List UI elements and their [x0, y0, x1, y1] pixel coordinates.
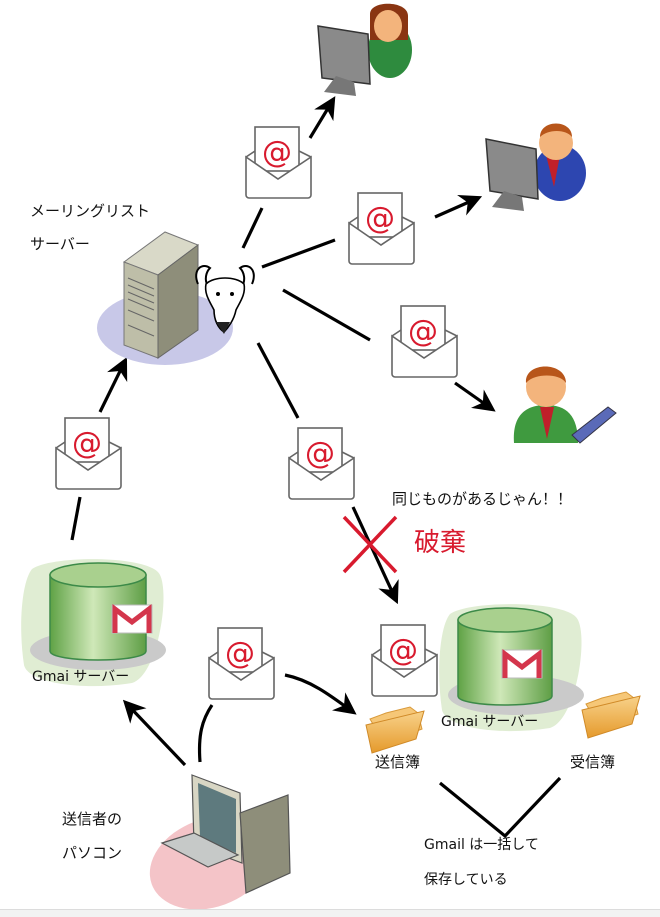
sender-pc-label-line2: パソコン	[62, 844, 123, 862]
mail-envelope-icon: @	[245, 126, 312, 199]
mail-envelope-icon: @	[55, 417, 122, 490]
at-sign-icon: @	[365, 201, 395, 236]
gmail-server-right-label: Gmai サーバー	[441, 714, 539, 730]
arrow-env2-to-user2	[434, 194, 483, 219]
sent-folder-icon	[365, 706, 425, 754]
mail-envelope-icon: @	[208, 627, 275, 700]
connectors	[70, 96, 562, 839]
mail-envelope-icon: @	[371, 624, 438, 697]
sender-pc	[149, 774, 291, 910]
gmail-server-left	[21, 559, 166, 687]
bottom-scrollbar[interactable]	[0, 909, 660, 917]
discard-x-mark	[342, 515, 398, 574]
arrow-sender-to-gmail-left	[122, 699, 187, 767]
sender-pc-label-line1: 送信者の	[62, 810, 123, 828]
arrow-env-to-gmail-sent	[284, 673, 357, 715]
line-server-to-env4	[256, 342, 300, 419]
discard-label: 破棄	[414, 528, 467, 558]
mail-envelope-icon: @	[348, 192, 415, 265]
ml-server-label-line1: メーリングリスト	[30, 202, 151, 220]
at-sign-icon: @	[388, 633, 418, 668]
at-sign-icon: @	[225, 636, 255, 671]
arrow-env3-to-user3	[454, 381, 496, 412]
gmail-note-line1: Gmail は一括して	[424, 837, 539, 853]
arrow-env4-to-gmail-right	[351, 506, 399, 605]
gmail-logo-icon	[111, 603, 153, 634]
ml-server-label-line2: サーバー	[30, 235, 90, 253]
inbox-folder-icon	[581, 691, 641, 739]
gmail-logo-icon	[501, 648, 543, 679]
recipient-user-3	[513, 366, 617, 444]
arrow-env-to-ml-server	[98, 356, 128, 413]
at-sign-icon: @	[262, 135, 292, 170]
v-bracket-sent-inbox	[438, 776, 562, 839]
gmail-server-right	[439, 604, 584, 732]
gmail-server-left-label: Gmai サーバー	[32, 669, 130, 685]
curve-sender-to-env	[197, 704, 214, 763]
mailing-list-server	[97, 231, 255, 365]
gmail-note-line2: 保存している	[424, 872, 508, 888]
line-gmail-left-to-env	[70, 496, 82, 541]
line-server-to-env2	[261, 238, 336, 269]
at-sign-icon: @	[408, 314, 438, 349]
at-sign-icon: @	[72, 426, 102, 461]
recipient-user-2	[485, 123, 586, 211]
inbox-folder-label: 受信簿	[570, 753, 616, 771]
mail-envelope-icon: @	[391, 305, 458, 378]
line-server-to-env3	[282, 288, 371, 342]
mail-envelope-icon: @	[288, 427, 355, 500]
arrow-env1-to-user1	[308, 96, 336, 139]
line-server-to-env1	[241, 207, 264, 249]
recipient-user-1	[317, 3, 412, 96]
sent-folder-label: 送信簿	[375, 753, 421, 771]
gnu-head-icon	[195, 265, 255, 334]
duplicate-notice: 同じものがあるじゃん！！	[392, 490, 573, 508]
at-sign-icon: @	[305, 436, 335, 471]
